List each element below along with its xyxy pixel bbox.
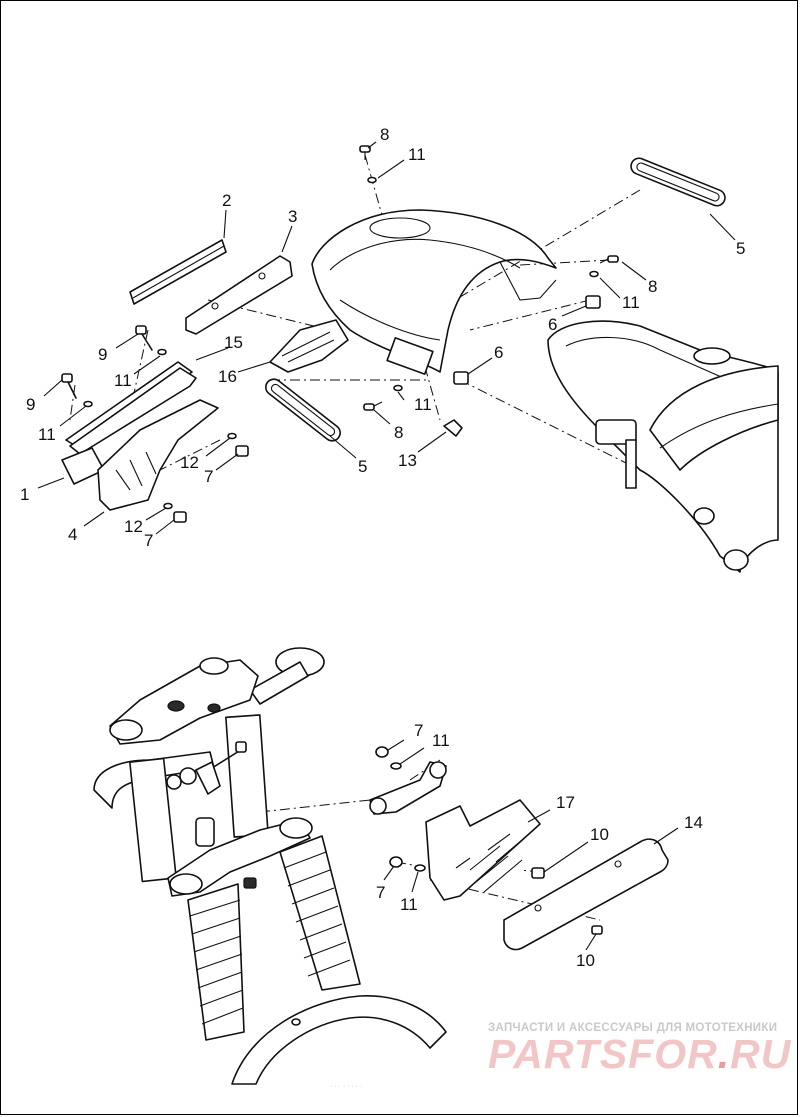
callout-2: 2 bbox=[222, 191, 231, 210]
watermark-logo-left: PARTS bbox=[488, 1031, 629, 1077]
part-1-lens bbox=[61, 447, 105, 485]
callout-8: 8 bbox=[394, 423, 403, 442]
callout-16: 16 bbox=[218, 367, 237, 386]
callout-1: 1 bbox=[20, 485, 29, 504]
callout-5: 5 bbox=[736, 239, 745, 258]
callout-11: 11 bbox=[622, 293, 640, 312]
rear-fender-assembly bbox=[61, 145, 779, 573]
callout-12: 12 bbox=[180, 453, 199, 472]
part-5-reflector-left bbox=[265, 378, 341, 442]
part-9-bolt bbox=[135, 325, 153, 351]
watermark-tagline: ЗАПЧАСТИ И АКСЕССУАРЫ ДЛЯ МОТОТЕХНИКИ bbox=[488, 1022, 778, 1034]
watermark-logo-mid: FOR bbox=[628, 1031, 718, 1077]
top-leaders bbox=[37, 141, 736, 535]
callout-14: 14 bbox=[684, 813, 703, 832]
callout-6: 6 bbox=[494, 343, 503, 362]
watermark-logo-right: RU bbox=[730, 1031, 792, 1077]
callout-13: 13 bbox=[398, 451, 417, 470]
callout-11: 11 bbox=[432, 731, 450, 750]
callout-numbers: 8 11 2 3 5 8 11 6 6 15 9 16 11 9 11 8 11… bbox=[20, 125, 745, 970]
part-8-screw bbox=[359, 145, 371, 160]
part-6-clip bbox=[453, 371, 469, 385]
part-4-bracket bbox=[97, 399, 219, 511]
callout-11: 11 bbox=[38, 425, 56, 444]
callout-11: 11 bbox=[114, 371, 132, 390]
part-6-clip bbox=[585, 295, 601, 309]
part-14-license-plate bbox=[503, 838, 669, 951]
callout-11: 11 bbox=[400, 895, 418, 914]
callout-9: 9 bbox=[26, 395, 35, 414]
callout-7: 7 bbox=[376, 883, 385, 902]
bottom-leaders bbox=[383, 739, 679, 951]
callout-8: 8 bbox=[380, 125, 389, 144]
callout-6: 6 bbox=[548, 315, 557, 334]
watermark-logo-sep: . bbox=[717, 1031, 731, 1077]
callout-8: 8 bbox=[648, 277, 657, 296]
part-3-bracket bbox=[185, 255, 293, 335]
front-fork-assembly bbox=[93, 647, 669, 1085]
callout-4: 4 bbox=[68, 525, 77, 544]
callout-9: 9 bbox=[98, 345, 107, 364]
callout-3: 3 bbox=[288, 207, 297, 226]
top-triple-clamp bbox=[109, 659, 259, 745]
callout-7: 7 bbox=[204, 467, 213, 486]
part-16-support bbox=[269, 319, 349, 373]
part-17-plate-bracket bbox=[425, 799, 541, 901]
callout-15: 15 bbox=[224, 333, 243, 352]
callout-7: 7 bbox=[144, 531, 153, 550]
watermark-logo: PARTSFOR.RU bbox=[488, 1031, 791, 1078]
handlebar bbox=[93, 751, 215, 809]
part-8-screw bbox=[363, 401, 383, 411]
part-9-bolt bbox=[61, 373, 77, 399]
callout-11: 11 bbox=[414, 395, 432, 414]
callout-5: 5 bbox=[358, 457, 367, 476]
footer-fine-print: · · · · · · · · bbox=[330, 1083, 363, 1090]
callout-11: 11 bbox=[408, 145, 426, 164]
part-13-clip bbox=[443, 419, 463, 437]
rear-fender bbox=[311, 209, 557, 373]
callout-12: 12 bbox=[124, 517, 143, 536]
front-fender bbox=[231, 995, 447, 1085]
callout-7: 7 bbox=[414, 721, 423, 740]
callout-10: 10 bbox=[590, 825, 609, 844]
fork-gaiter-left bbox=[187, 883, 245, 1041]
fork-gaiter-right bbox=[279, 835, 361, 991]
part-5-reflector-right bbox=[630, 157, 726, 207]
callout-10: 10 bbox=[576, 951, 595, 970]
callout-17: 17 bbox=[556, 793, 575, 812]
part-8-screw bbox=[599, 255, 619, 264]
